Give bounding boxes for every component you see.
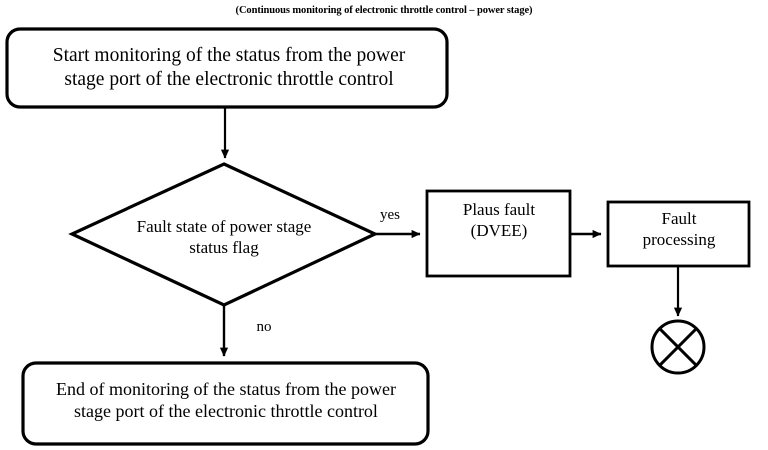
end-box-shape [21, 361, 430, 446]
plaus-fault-box-shape [425, 189, 572, 278]
decision-diamond-shape [68, 162, 379, 307]
fault-processing-box-shape [606, 200, 751, 268]
terminator-circle-cross-icon [650, 319, 706, 375]
start-box-shape [5, 27, 449, 109]
